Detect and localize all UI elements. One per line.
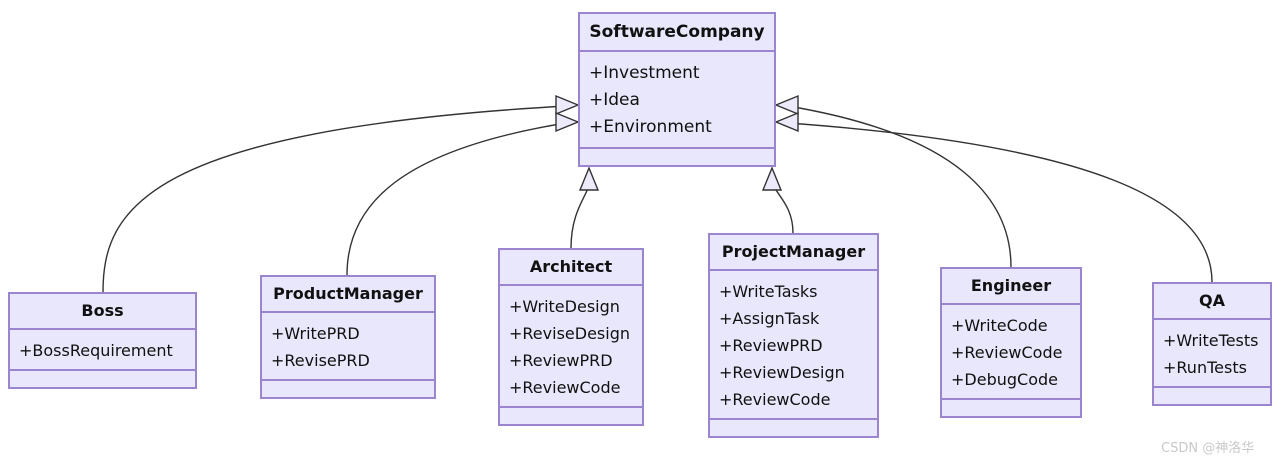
class-attribute: +WriteTests — [1163, 331, 1259, 350]
class-name-boss: Boss — [10, 294, 195, 330]
class-attribute: +WriteCode — [951, 316, 1048, 335]
class-operations-architect — [500, 408, 642, 424]
class-operations-projectmanager — [710, 420, 877, 436]
class-attribute: +WritePRD — [271, 324, 360, 343]
class-box-architect[interactable]: Architect +WriteDesign +ReviseDesign +Revie… — [498, 248, 644, 426]
inheritance-arrowhead-icon — [578, 166, 600, 191]
class-attributes-qa: +WriteTests +RunTests — [1154, 320, 1270, 388]
class-attribute: +ReviseDesign — [509, 324, 630, 343]
edge-line — [771, 181, 794, 234]
inheritance-arrowhead-icon — [555, 111, 580, 133]
class-attribute: +Environment — [589, 117, 712, 137]
class-attribute: +ReviewCode — [719, 390, 831, 409]
class-operations-productmanager — [262, 381, 434, 397]
class-attributes-softwarecompany: +Investment +Idea +Environment — [580, 52, 774, 149]
class-box-boss[interactable]: Boss +BossRequirement — [8, 292, 197, 389]
class-name-productmanager: ProductManager — [262, 277, 434, 313]
class-operations-softwarecompany — [580, 149, 774, 165]
class-name-projectmanager: ProjectManager — [710, 235, 877, 271]
generalization-edge-architect-to-company — [570, 166, 600, 249]
class-name-qa: QA — [1154, 284, 1270, 320]
class-attribute: +Idea — [589, 90, 640, 110]
class-attribute: +ReviewCode — [951, 343, 1063, 362]
inheritance-arrowhead-icon — [555, 94, 580, 116]
class-operations-boss — [10, 371, 195, 387]
class-operations-engineer — [942, 400, 1080, 416]
class-name-architect: Architect — [500, 250, 642, 286]
class-attribute: +WriteDesign — [509, 297, 620, 316]
inheritance-arrowhead-icon — [774, 94, 799, 116]
class-name-softwarecompany: SoftwareCompany — [580, 14, 774, 52]
class-attribute: +ReviewPRD — [719, 336, 823, 355]
edge-line — [102, 105, 567, 293]
class-attribute: +ReviewDesign — [719, 363, 845, 382]
class-box-qa[interactable]: QA +WriteTests +RunTests — [1152, 282, 1272, 406]
class-attribute: +RunTests — [1163, 358, 1247, 377]
edge-line — [570, 181, 591, 249]
inheritance-arrowhead-icon — [761, 166, 783, 191]
inheritance-arrowhead-icon — [774, 111, 799, 133]
class-attribute: +Investment — [589, 63, 700, 83]
class-box-engineer[interactable]: Engineer +WriteCode +ReviewCode +DebugCode — [940, 267, 1082, 418]
generalization-edge-projectmanager-to-company — [761, 166, 794, 234]
class-attributes-architect: +WriteDesign +ReviseDesign +ReviewPRD +Revi… — [500, 286, 642, 408]
class-attribute: +DebugCode — [951, 370, 1058, 389]
class-box-projectmanager[interactable]: ProjectManager +WriteTasks +AssignTask +Rev… — [708, 233, 879, 438]
class-attribute: +WriteTasks — [719, 282, 818, 301]
class-box-softwarecompany[interactable]: SoftwareCompany +Investment +Idea +Environm… — [578, 12, 776, 167]
class-attribute: +ReviewPRD — [509, 351, 613, 370]
class-attributes-engineer: +WriteCode +ReviewCode +DebugCode — [942, 305, 1080, 400]
class-attributes-boss: +BossRequirement — [10, 330, 195, 371]
class-operations-qa — [1154, 388, 1270, 404]
class-attribute: +AssignTask — [719, 309, 820, 328]
class-attribute: +RevisePRD — [271, 351, 370, 370]
class-attribute: +BossRequirement — [19, 341, 173, 360]
class-attributes-productmanager: +WritePRD +RevisePRD — [262, 313, 434, 381]
class-box-productmanager[interactable]: ProductManager +WritePRD +RevisePRD — [260, 275, 436, 399]
class-attributes-projectmanager: +WriteTasks +AssignTask +ReviewPRD +ReviewD… — [710, 271, 877, 420]
csdn-watermark: CSDN @神洛华 — [1161, 441, 1255, 456]
class-attribute: +ReviewCode — [509, 378, 621, 397]
class-name-engineer: Engineer — [942, 269, 1080, 305]
